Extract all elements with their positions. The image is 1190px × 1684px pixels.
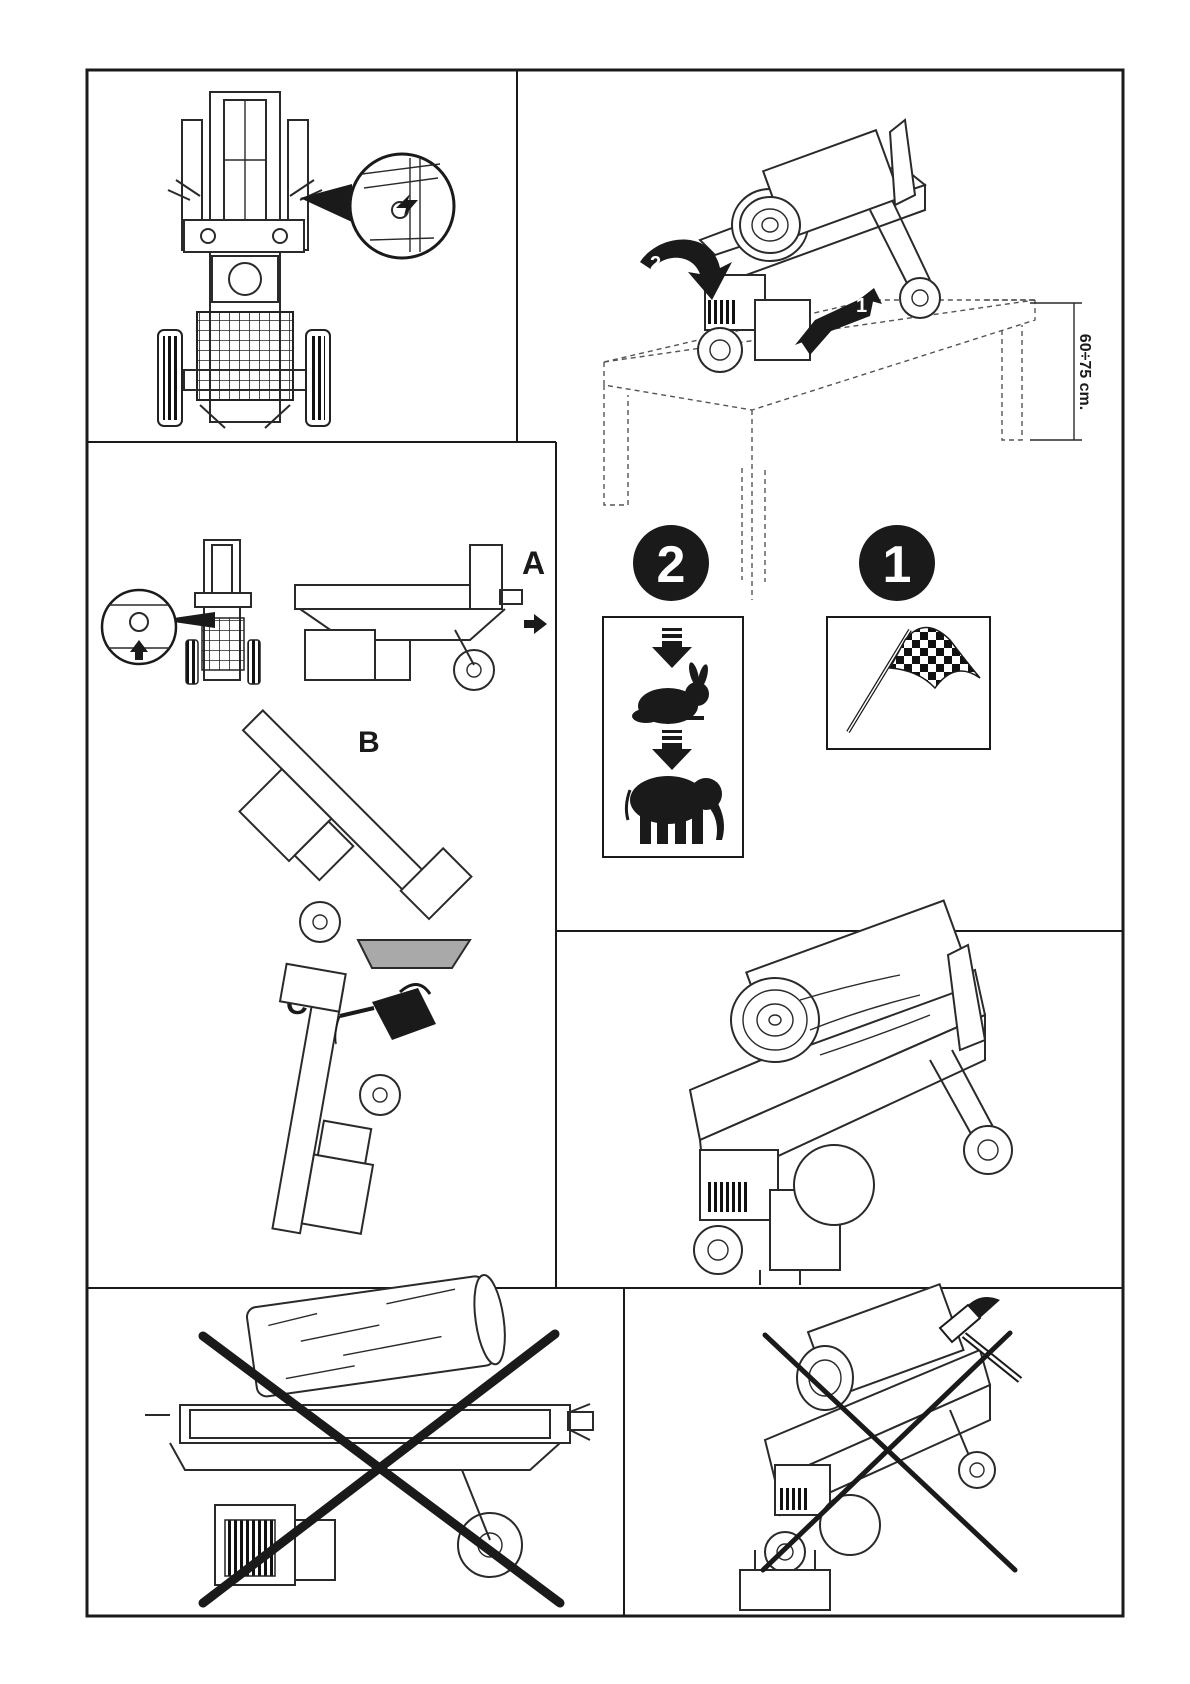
magnifier-callout-icon [300,154,454,258]
height-dimension: 60÷75 cm. [1030,303,1093,440]
view-c-upright [241,964,436,1244]
step-arrow-1-label: 1 [856,295,867,317]
step-arrow-2-label: 2 [650,253,661,275]
step-2-badge-label: 2 [657,536,686,594]
front-view-splitter [158,92,330,428]
view-b-tilted [201,689,472,968]
log-loaded-splitter [690,901,1012,1285]
step-1-badge-label: 1 [883,536,912,594]
step-2-badge: 2 [633,525,709,601]
panel-b-label: B [358,726,380,759]
view-a-front [186,540,260,684]
oil-can-icon [336,984,437,1044]
wrong-log-on-top [145,1273,593,1585]
view-a-side [295,545,547,690]
step-1-badge: 1 [859,525,935,601]
panel-a-label: A [522,545,545,581]
speed-box [603,617,743,857]
height-range-label: 60÷75 cm. [1076,334,1093,410]
start-box [827,617,990,749]
